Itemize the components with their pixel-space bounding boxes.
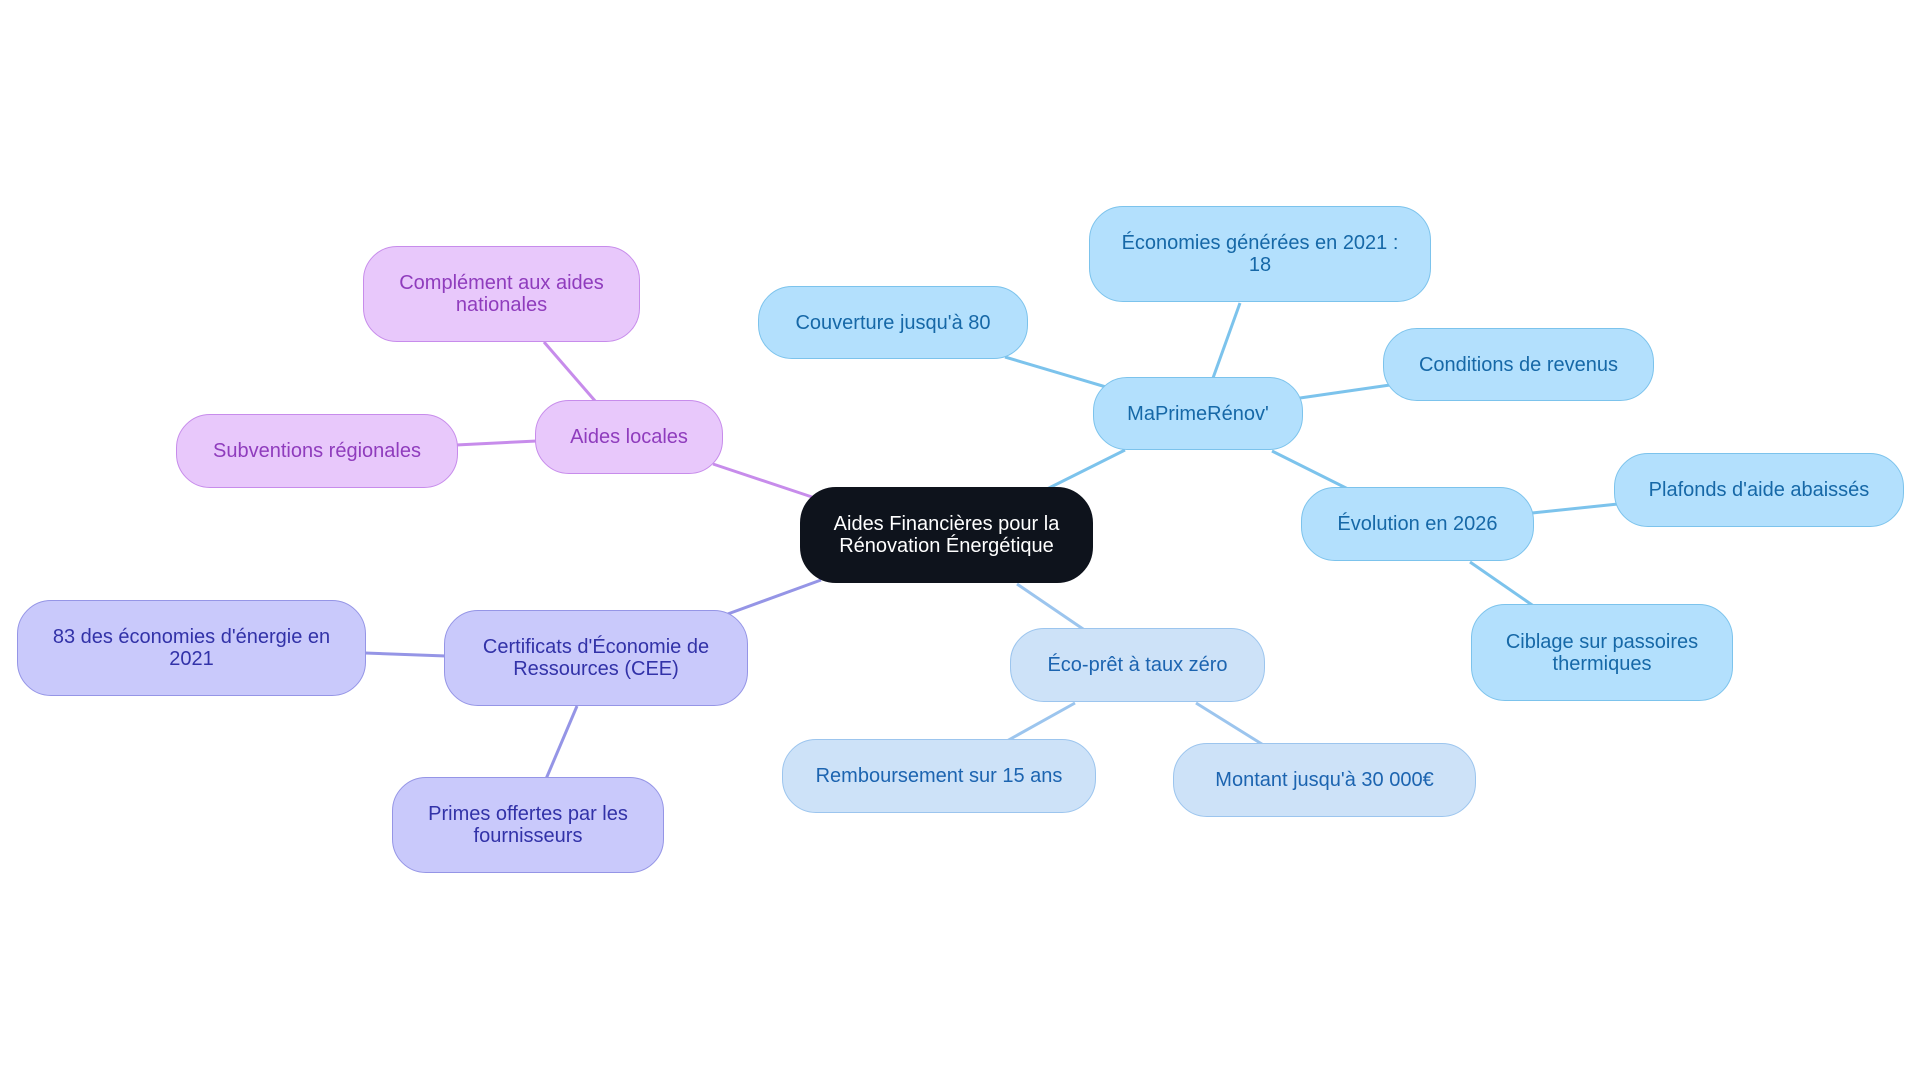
edge-maprimerenov-evolution xyxy=(1271,449,1351,492)
couverture-label: Couverture jusqu'à 80 xyxy=(795,311,991,334)
economies-energie-node: 83 des économies d'énergie en 2021 xyxy=(17,600,366,696)
primes-label: Primes offertes par les fournisseurs xyxy=(428,803,628,847)
edge-maprimerenov-economies xyxy=(1211,302,1242,379)
ecopret-node: Éco-prêt à taux zéro xyxy=(1010,628,1265,702)
ciblage-node: Ciblage sur passoires thermiques xyxy=(1471,604,1733,701)
edge-ecopret-remboursement xyxy=(1004,701,1076,744)
root-node: Aides Financières pour la Rénovation Éne… xyxy=(800,487,1093,583)
primes-node: Primes offertes par les fournisseurs xyxy=(392,777,664,873)
edge-root-aides-locales xyxy=(712,462,813,499)
edge-evolution-plafonds xyxy=(1531,502,1619,515)
edge-root-ecopret xyxy=(1016,582,1087,633)
cee-node: Certificats d'Économie de Ressources (CE… xyxy=(444,610,748,706)
edge-aides-locales-complement xyxy=(542,341,598,403)
couverture-node: Couverture jusqu'à 80 xyxy=(758,286,1028,359)
maprimerenov-label: MaPrimeRénov' xyxy=(1127,402,1269,425)
edge-maprimerenov-couverture xyxy=(1004,355,1107,389)
remboursement-node: Remboursement sur 15 ans xyxy=(782,739,1096,813)
edge-evolution-ciblage xyxy=(1469,560,1536,609)
montant-node: Montant jusqu'à 30 000€ xyxy=(1173,743,1476,817)
edge-cee-primes xyxy=(544,705,579,780)
edge-root-maprimerenov xyxy=(1044,448,1126,492)
edge-aides-locales-subventions xyxy=(455,439,538,447)
evolution-2026-label: Évolution en 2026 xyxy=(1337,513,1498,535)
remboursement-label: Remboursement sur 15 ans xyxy=(815,765,1063,787)
plafonds-node: Plafonds d'aide abaissés xyxy=(1614,453,1904,527)
economies-2021-node: Économies générées en 2021 : 18 xyxy=(1089,206,1431,302)
aides-locales-node: Aides locales xyxy=(535,400,723,474)
plafonds-label: Plafonds d'aide abaissés xyxy=(1648,479,1870,501)
economies-2021-label: Économies générées en 2021 : 18 xyxy=(1121,232,1399,276)
evolution-2026-node: Évolution en 2026 xyxy=(1301,487,1534,561)
conditions-revenus-label: Conditions de revenus xyxy=(1418,353,1618,376)
root-label: Aides Financières pour la Rénovation Éne… xyxy=(833,513,1060,557)
edge-root-cee xyxy=(724,578,822,617)
ecopret-label: Éco-prêt à taux zéro xyxy=(1047,654,1228,676)
subventions-label: Subventions régionales xyxy=(213,440,421,462)
aides-locales-label: Aides locales xyxy=(570,426,688,448)
edge-ecopret-montant xyxy=(1195,701,1266,748)
subventions-node: Subventions régionales xyxy=(176,414,458,488)
economies-energie-label: 83 des économies d'énergie en 2021 xyxy=(52,626,331,670)
montant-label: Montant jusqu'à 30 000€ xyxy=(1215,769,1434,791)
edge-maprimerenov-conditions xyxy=(1299,383,1391,400)
conditions-revenus-node: Conditions de revenus xyxy=(1383,328,1654,401)
cee-label: Certificats d'Économie de Ressources (CE… xyxy=(482,636,710,680)
complement-label: Complément aux aides nationales xyxy=(399,272,604,316)
complement-node: Complément aux aides nationales xyxy=(363,246,640,342)
ciblage-label: Ciblage sur passoires thermiques xyxy=(1505,630,1699,675)
maprimerenov-node: MaPrimeRénov' xyxy=(1093,377,1303,450)
edge-cee-economies-energie xyxy=(364,651,447,658)
